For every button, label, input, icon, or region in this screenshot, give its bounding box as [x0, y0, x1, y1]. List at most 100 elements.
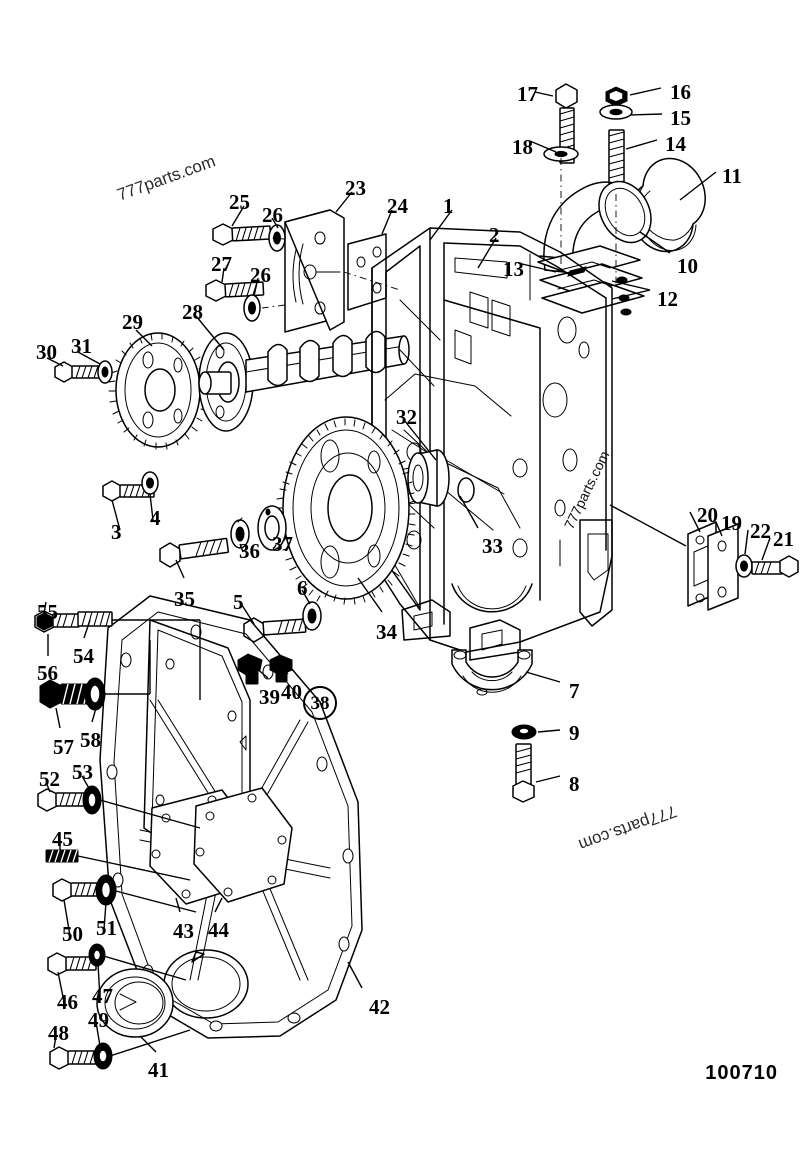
washer-37 — [257, 505, 287, 551]
bolt-5 — [243, 617, 307, 643]
idler-pinion-32 — [407, 449, 475, 507]
callout-45[interactable]: 45 — [52, 827, 73, 851]
callout-26[interactable]: 26 — [262, 203, 283, 227]
callout-52[interactable]: 52 — [39, 767, 60, 791]
callout-54[interactable]: 54 — [73, 644, 94, 668]
callout-22[interactable]: 22 — [750, 519, 771, 543]
callout-50[interactable]: 50 — [62, 922, 83, 946]
callout-41[interactable]: 41 — [148, 1058, 169, 1082]
callout-5[interactable]: 5 — [233, 590, 244, 614]
callout-36[interactable]: 36 — [239, 539, 260, 563]
callout-12[interactable]: 12 — [657, 287, 678, 311]
plate-24 — [347, 233, 387, 311]
callout-32[interactable]: 32 — [396, 405, 417, 429]
callout-7[interactable]: 7 — [569, 679, 580, 703]
callout-29[interactable]: 29 — [122, 310, 143, 334]
washer-15 — [599, 104, 633, 120]
callout-15[interactable]: 15 — [670, 106, 691, 130]
callout-4[interactable]: 4 — [150, 506, 161, 530]
cover-plate-group — [687, 521, 739, 611]
bolt-55 — [34, 610, 80, 633]
callout-37[interactable]: 37 — [272, 532, 293, 556]
washer-31 — [97, 360, 113, 384]
callout-1[interactable]: 1 — [443, 194, 454, 218]
callout-56[interactable]: 56 — [37, 661, 58, 685]
callout-21[interactable]: 21 — [773, 527, 794, 551]
callout-26[interactable]: 26 — [250, 263, 271, 287]
flange-gaskets-12 — [537, 245, 645, 316]
callout-40[interactable]: 40 — [281, 680, 302, 704]
callout-39[interactable]: 39 — [259, 685, 280, 709]
bolt-52 — [37, 788, 87, 812]
callout-23[interactable]: 23 — [345, 176, 366, 200]
washer-47 — [88, 943, 106, 967]
fitting-39 — [237, 653, 263, 685]
callout-31[interactable]: 31 — [71, 334, 92, 358]
callout-51[interactable]: 51 — [96, 916, 117, 940]
callout-48[interactable]: 48 — [48, 1021, 69, 1045]
stud-54 — [77, 611, 113, 627]
callout-24[interactable]: 24 — [387, 194, 408, 218]
washer-9 — [511, 724, 537, 740]
bolt-50 — [52, 878, 100, 902]
washer-53 — [82, 785, 102, 815]
callout-38[interactable]: 38 — [303, 686, 337, 720]
washer-49 — [93, 1042, 113, 1070]
callout-9[interactable]: 9 — [569, 721, 580, 745]
callout-10[interactable]: 10 — [677, 254, 698, 278]
callout-57[interactable]: 57 — [53, 735, 74, 759]
washer-51 — [95, 874, 117, 906]
callout-3[interactable]: 3 — [111, 520, 122, 544]
callout-17[interactable]: 17 — [517, 82, 538, 106]
callout-11[interactable]: 11 — [722, 164, 742, 188]
bolt-35 — [159, 537, 230, 568]
callout-28[interactable]: 28 — [182, 300, 203, 324]
washer-6 — [302, 601, 322, 631]
callout-18[interactable]: 18 — [512, 135, 533, 159]
camshaft-shaft — [245, 330, 410, 393]
bolt-8 — [512, 743, 535, 803]
callout-53[interactable]: 53 — [72, 760, 93, 784]
callout-58[interactable]: 58 — [80, 728, 101, 752]
callout-27[interactable]: 27 — [211, 252, 232, 276]
callout-42[interactable]: 42 — [369, 995, 390, 1019]
callout-8[interactable]: 8 — [569, 772, 580, 796]
bolt-21 — [751, 555, 799, 578]
callout-30[interactable]: 30 — [36, 340, 57, 364]
plug-57 — [39, 679, 90, 709]
callout-19[interactable]: 19 — [721, 511, 742, 535]
callout-14[interactable]: 14 — [665, 132, 686, 156]
callout-55[interactable]: 55 — [37, 600, 58, 624]
stud-45 — [45, 849, 79, 863]
washer-26a — [268, 224, 286, 252]
callout-34[interactable]: 34 — [376, 620, 397, 644]
callout-46[interactable]: 46 — [57, 990, 78, 1014]
callout-16[interactable]: 16 — [670, 80, 691, 104]
callout-35[interactable]: 35 — [174, 587, 195, 611]
washer-36 — [230, 517, 250, 549]
callout-13[interactable]: 13 — [503, 257, 524, 281]
camshaft-hub-28 — [198, 332, 254, 432]
drawing-number: 100710 — [705, 1062, 778, 1084]
callout-6[interactable]: 6 — [297, 576, 308, 600]
fitting-40 — [269, 654, 293, 683]
callout-49[interactable]: 49 — [88, 1008, 109, 1032]
washer-22 — [735, 554, 753, 578]
thrust-housing-23 — [284, 209, 345, 333]
callout-43[interactable]: 43 — [173, 919, 194, 943]
idler-gear-34 — [276, 416, 416, 605]
callout-25[interactable]: 25 — [229, 190, 250, 214]
bearing-cap-7 — [451, 649, 533, 696]
callout-44[interactable]: 44 — [208, 918, 229, 942]
oil-seal-41 — [96, 968, 174, 1038]
callout-33[interactable]: 33 — [482, 534, 503, 558]
washer-4 — [141, 471, 159, 495]
washer-26b — [243, 294, 261, 322]
bolt-48 — [49, 1046, 99, 1070]
callout-20[interactable]: 20 — [697, 503, 718, 527]
bolt-46 — [47, 952, 97, 976]
callout-2[interactable]: 2 — [489, 223, 500, 247]
callout-47[interactable]: 47 — [92, 984, 113, 1008]
